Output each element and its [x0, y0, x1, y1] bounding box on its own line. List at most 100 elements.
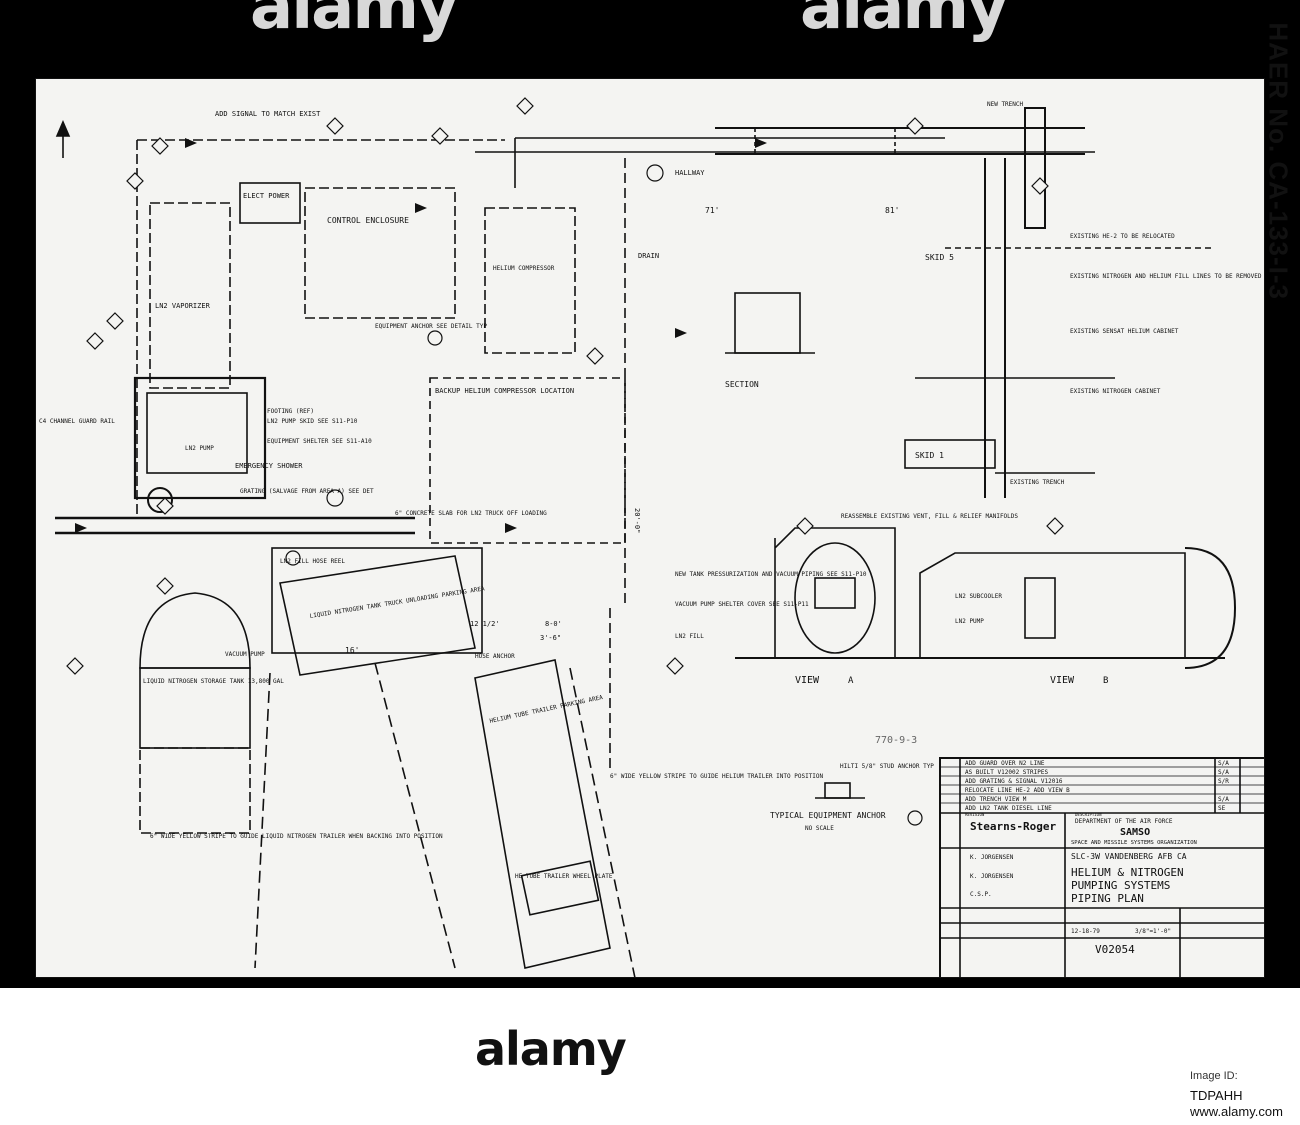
- label-typical-anchor: TYPICAL EQUIPMENT ANCHOR: [770, 811, 886, 820]
- watermark-tile-1: alamy: [250, 0, 459, 44]
- label-section: SECTION: [725, 380, 759, 389]
- label-new-tank: NEW TANK PRESSURIZATION AND VACUUM PIPIN…: [675, 571, 867, 578]
- dim-12: 12 1/2': [470, 620, 500, 628]
- label-backup-helium: BACKUP HELIUM COMPRESSOR LOCATION: [435, 387, 574, 395]
- label-ln2-parking: LIQUID NITROGEN TANK TRUCK UNLOADING PAR…: [309, 585, 485, 620]
- image-id: TDPAHH: [1190, 1088, 1243, 1103]
- tb-scale: 3/8"=1'-0": [1135, 928, 1171, 935]
- label-existing-trench: EXISTING TRENCH: [1010, 479, 1065, 486]
- tb-title-2: PUMPING SYSTEMS: [1071, 879, 1170, 892]
- rev-2: AS BUILT V12002 STRIPES: [965, 769, 1048, 776]
- diamond-markers: [66, 97, 1064, 675]
- label-view-b-letter: B: [1103, 676, 1108, 686]
- label-emergency-shower: EMERGENCY SHOWER: [235, 462, 303, 470]
- piping-plan-drawing: ADD SIGNAL TO MATCH EXIST ELECT POWER CO…: [35, 78, 1265, 978]
- label-existing-nitrogen: EXISTING NITROGEN AND HELIUM FILL LINES …: [1070, 273, 1262, 280]
- haer-number-label: HAER No. CA-133-I-3: [1264, 22, 1294, 300]
- helium-compressor-outline: [484, 207, 576, 354]
- label-hallway: HALLWAY: [675, 169, 705, 177]
- dim-16: 16': [345, 646, 359, 655]
- concrete-slab: [271, 547, 483, 654]
- alamy-url: www.alamy.com: [1190, 1104, 1283, 1119]
- label-yellow-stripe-1: 6" WIDE YELLOW STRIPE TO GUIDE HELIUM TR…: [610, 773, 824, 780]
- label-view-a-letter: A: [848, 676, 854, 686]
- label-no-scale: NO SCALE: [805, 825, 834, 832]
- label-concrete-slab: 6" CONCRETE SLAB FOR LN2 TRUCK OFF LOADI…: [395, 510, 547, 517]
- skid-1-box: [904, 439, 996, 469]
- control-enclosure-outline: [304, 187, 456, 319]
- rev-6: ADD LN2 TANK DIESEL LINE: [965, 805, 1052, 812]
- label-new-trench: NEW TRENCH: [987, 101, 1024, 108]
- dim-71: 71': [705, 206, 719, 215]
- tb-drawn-by: K. JORGENSEN: [970, 854, 1014, 861]
- tb-revisions-label: REVISION: [965, 812, 985, 817]
- helium-trailer-area: [474, 659, 611, 969]
- alamy-logo: alamy: [475, 1022, 627, 1076]
- label-ln2-pump-b: LN2 PUMP: [955, 618, 984, 625]
- tb-site: SLC-3W VANDENBERG AFB CA: [1071, 852, 1187, 861]
- dim-81: 81': [885, 206, 899, 215]
- label-stud-anchor: HILTI 5/8" STUD ANCHOR TYP: [840, 763, 934, 770]
- label-hose-anchor: HOSE ANCHOR: [475, 653, 515, 660]
- label-stamp: 770-9-3: [875, 735, 917, 746]
- label-ln2-pump: LN2 PUMP: [185, 445, 214, 452]
- label-pump-skid: LN2 PUMP SKID SEE S11-P10: [267, 418, 358, 425]
- label-helium-compressor: HELIUM COMPRESSOR: [493, 265, 555, 272]
- label-drain: DRAIN: [638, 252, 659, 260]
- tb-engineer: C.S.P.: [970, 891, 992, 898]
- tb-title-3: PIPING PLAN: [1071, 892, 1144, 905]
- label-vacuum-pump-shelter: VACUUM PUMP SHELTER COVER SEE S11-P11: [675, 601, 809, 608]
- section-detail: [734, 292, 801, 354]
- label-skid-1: SKID 1: [915, 451, 944, 460]
- label-storage-tank: LIQUID NITROGEN STORAGE TANK 13,800 GAL: [143, 678, 284, 685]
- rev-2-mark: S/A: [1218, 769, 1229, 776]
- label-c4-channel: C4 CHANNEL GUARD RAIL: [39, 418, 115, 425]
- rev-3: ADD GRATING & SIGNAL V12016: [965, 778, 1063, 785]
- label-equip-shelter: EQUIPMENT SHELTER SEE S11-A10: [267, 438, 372, 445]
- footer-strip: [0, 988, 1300, 1125]
- tb-checked-by: K. JORGENSEN: [970, 873, 1014, 880]
- label-control-enclosure: CONTROL ENCLOSURE: [327, 216, 409, 225]
- label-skid-5: SKID 5: [925, 253, 954, 262]
- view-b-assembly: [919, 552, 1186, 659]
- label-existing-nitrogen-cab: EXISTING NITROGEN CABINET: [1070, 388, 1161, 395]
- storage-tank-top: [139, 592, 251, 669]
- circle-markers: [285, 164, 923, 826]
- tb-drawing-no: V02054: [1095, 943, 1135, 956]
- label-yellow-stripe-2: 6" WIDE YELLOW STRIPE TO GUIDE LIQUID NI…: [150, 833, 443, 840]
- image-id-label: Image ID:: [1190, 1070, 1238, 1082]
- label-view-b: VIEW: [1050, 675, 1075, 686]
- label-ln2-fill: LN2 FILL: [675, 633, 704, 640]
- view-a-assembly: [774, 527, 896, 659]
- label-footing: FOOTING (REF): [267, 408, 314, 415]
- tb-description-label: DESCRIPTION: [1075, 812, 1102, 817]
- label-vaporizer: LN2 VAPORIZER: [155, 302, 211, 310]
- backup-compressor-outline: [429, 377, 626, 544]
- label-helium-trailer: HELIUM TUBE TRAILER PARKING AREA: [489, 694, 604, 725]
- tb-date: 12-18-79: [1071, 928, 1100, 935]
- rev-1: ADD GUARD OVER N2 LINE: [965, 760, 1045, 767]
- title-block-frame: [939, 757, 1265, 978]
- label-vacuum-pump: VACUUM PUMP: [225, 651, 265, 658]
- rev-4: RELOCATE LINE HE-2 ADD VIEW B: [965, 787, 1070, 794]
- watermark-tile-2: alamy: [800, 0, 1009, 44]
- rev-6-mark: SE: [1218, 805, 1226, 812]
- label-add-signal: ADD SIGNAL TO MATCH EXIST: [215, 110, 321, 118]
- blueprint-sheet: ADD SIGNAL TO MATCH EXIST ELECT POWER CO…: [35, 78, 1265, 978]
- label-reassemble: REASSEMBLE EXISTING VENT, FILL & RELIEF …: [841, 513, 1018, 520]
- label-equipment-anchor: EQUIPMENT ANCHOR SEE DETAIL TYP: [375, 323, 487, 330]
- tb-company: Stearns-Roger: [970, 820, 1056, 833]
- label-elect-power: ELECT POWER: [243, 192, 290, 200]
- rev-5-mark: S/A: [1218, 796, 1229, 803]
- ln2-parking-area: [279, 555, 476, 676]
- label-tube-trailer: HE TUBE TRAILER WHEEL PLATE: [515, 873, 613, 880]
- dim-3: 3'-6": [540, 634, 561, 642]
- rev-3-mark: S/R: [1218, 778, 1229, 785]
- tb-org-sub: SPACE AND MISSILE SYSTEMS ORGANIZATION: [1071, 840, 1197, 846]
- label-existing-he: EXISTING HE-2 TO BE RELOCATED: [1070, 233, 1175, 240]
- label-ln2-subcooler: LN2 SUBCOOLER: [955, 593, 1002, 600]
- rev-1-mark: S/A: [1218, 760, 1229, 767]
- label-existing-sensat: EXISTING SENSAT HELIUM CABINET: [1070, 328, 1179, 335]
- tb-title-1: HELIUM & NITROGEN: [1071, 866, 1184, 879]
- tb-dept: DEPARTMENT OF THE AIR FORCE: [1075, 818, 1173, 825]
